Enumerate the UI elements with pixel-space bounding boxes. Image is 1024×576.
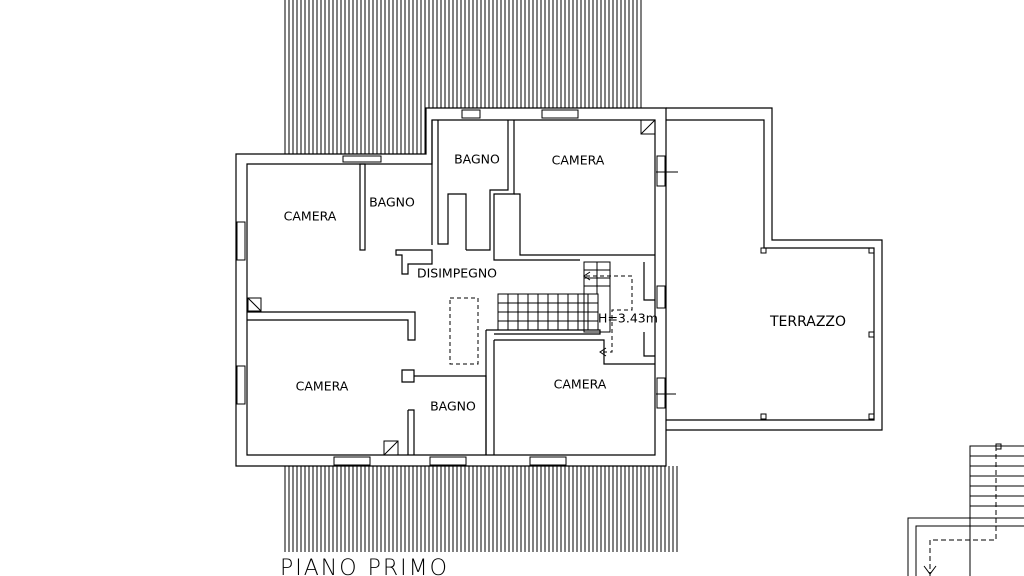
staircase [497, 261, 633, 357]
shaft-markers [247, 119, 656, 456]
room-label-camera-left: CAMERA [284, 209, 337, 224]
room-label-terrazzo: TERRAZZO [769, 314, 846, 330]
roof-bottom-hatch [282, 466, 680, 552]
terrace-outline [666, 107, 883, 431]
terrace-posts [656, 171, 875, 420]
room-label-camera-bottom-left: CAMERA [296, 379, 349, 394]
external-stair [907, 443, 1024, 576]
windows [236, 109, 666, 466]
room-label-camera-top: CAMERA [552, 153, 605, 168]
room-label-bagno-small: BAGNO [369, 195, 415, 210]
room-label-camera-bottom-right: CAMERA [554, 377, 607, 392]
room-label-disimpegno: DISIMPEGNO [417, 266, 497, 281]
stair-height-label: H=3.43m [598, 311, 658, 326]
room-label-bagno-top: BAGNO [454, 152, 500, 167]
plan-title: PIANO PRIMO [280, 556, 449, 576]
interior-walls [247, 120, 655, 455]
dashed-fixture [449, 297, 479, 365]
room-label-bagno-bottom: BAGNO [430, 399, 476, 414]
